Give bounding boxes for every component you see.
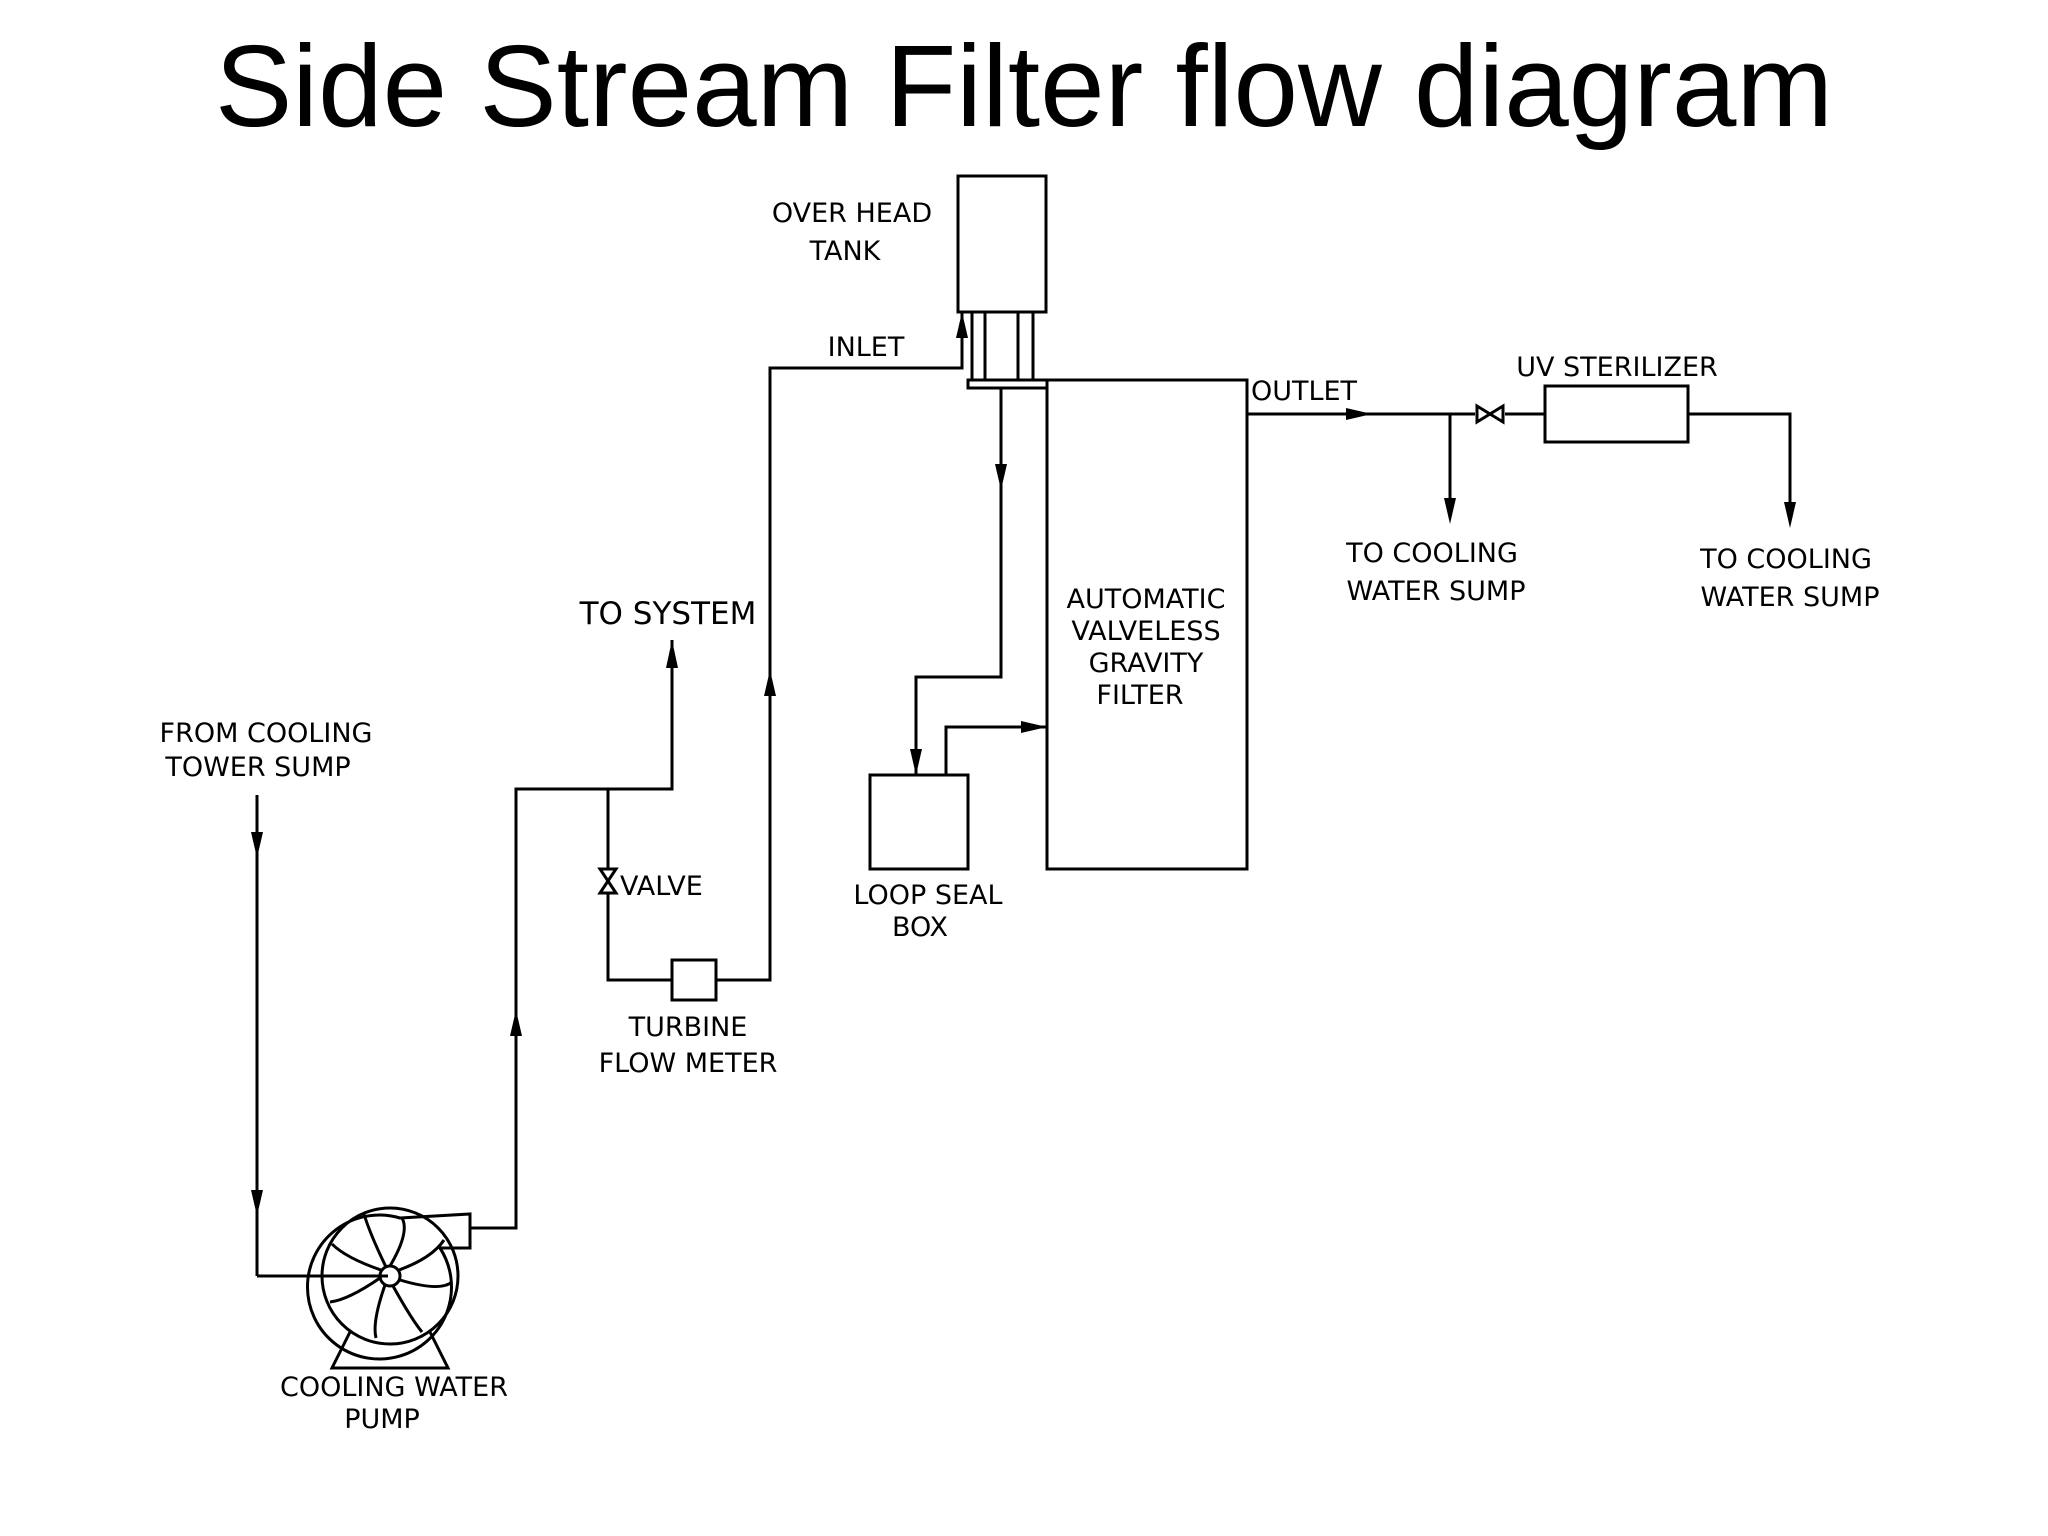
page-title: Side Stream Filter flow diagram [214,21,1834,151]
outlet-valve-icon [1475,403,1505,425]
over-head-tank-label-1: OVER HEAD [772,198,932,229]
arrow-right-icon [1346,408,1372,420]
pipe-pump-discharge [470,640,674,1230]
gravity-filter [1045,378,1249,871]
loop-seal-label-2: BOX [892,912,948,943]
sump-2-label-2: WATER SUMP [1701,582,1880,613]
sump-1-label-1: TO COOLING [1345,538,1518,569]
valve-label: VALVE [620,871,703,902]
arrow-up-icon [764,670,776,696]
arrow-down-icon [995,464,1007,490]
uv-sterilizer-label: UV STERILIZER [1516,352,1718,383]
filter-label-1: AUTOMATIC [1067,584,1226,615]
filter-label-4: FILTER [1096,680,1183,711]
from-tower-label-2: TOWER SUMP [164,752,350,783]
to-system-label: TO SYSTEM [579,596,757,632]
arrow-down-icon [251,832,263,858]
tank-base [966,378,1050,390]
flow-meter-label-2: FLOW METER [599,1048,778,1079]
valve-icon [597,867,619,895]
turbine-flow-meter [670,958,718,1002]
arrow-right-icon [1021,721,1047,733]
pump-label-1: COOLING WATER [280,1372,508,1403]
pipe-loop-to-filter [944,725,1047,775]
arrow-down-icon [1784,502,1796,528]
pipe-tank-down [914,384,1003,775]
uv-sterilizer [1543,384,1690,444]
loop-seal-box [868,773,970,871]
from-tower-label-1: FROM COOLING [160,718,373,749]
over-head-tank [956,174,1048,314]
arrow-down-icon [910,749,922,775]
cooling-water-pump-icon [305,1206,472,1370]
sump-1-label-2: WATER SUMP [1347,576,1526,607]
pipe-flow-meter-up [716,312,964,982]
sump-2-label-1: TO COOLING [1699,544,1872,575]
loop-seal-label-1: LOOP SEAL [853,880,1002,911]
flow-meter-label-1: TURBINE [628,1012,748,1043]
arrow-up-icon [510,1010,522,1036]
arrow-up-icon [666,640,678,668]
arrow-up-icon [956,312,968,338]
inlet-label: INLET [828,332,905,363]
filter-label-2: VALVELESS [1071,616,1220,647]
arrow-down-icon [251,1190,263,1216]
filter-label-3: GRAVITY [1089,648,1204,679]
pipe-uv-outlet [1688,412,1792,515]
outlet-label: OUTLET [1251,376,1358,407]
arrow-down-icon [1444,498,1456,524]
over-head-tank-label-2: TANK [809,236,882,267]
pump-label-2: PUMP [344,1404,420,1435]
pipe-to-flow-meter [606,893,672,982]
